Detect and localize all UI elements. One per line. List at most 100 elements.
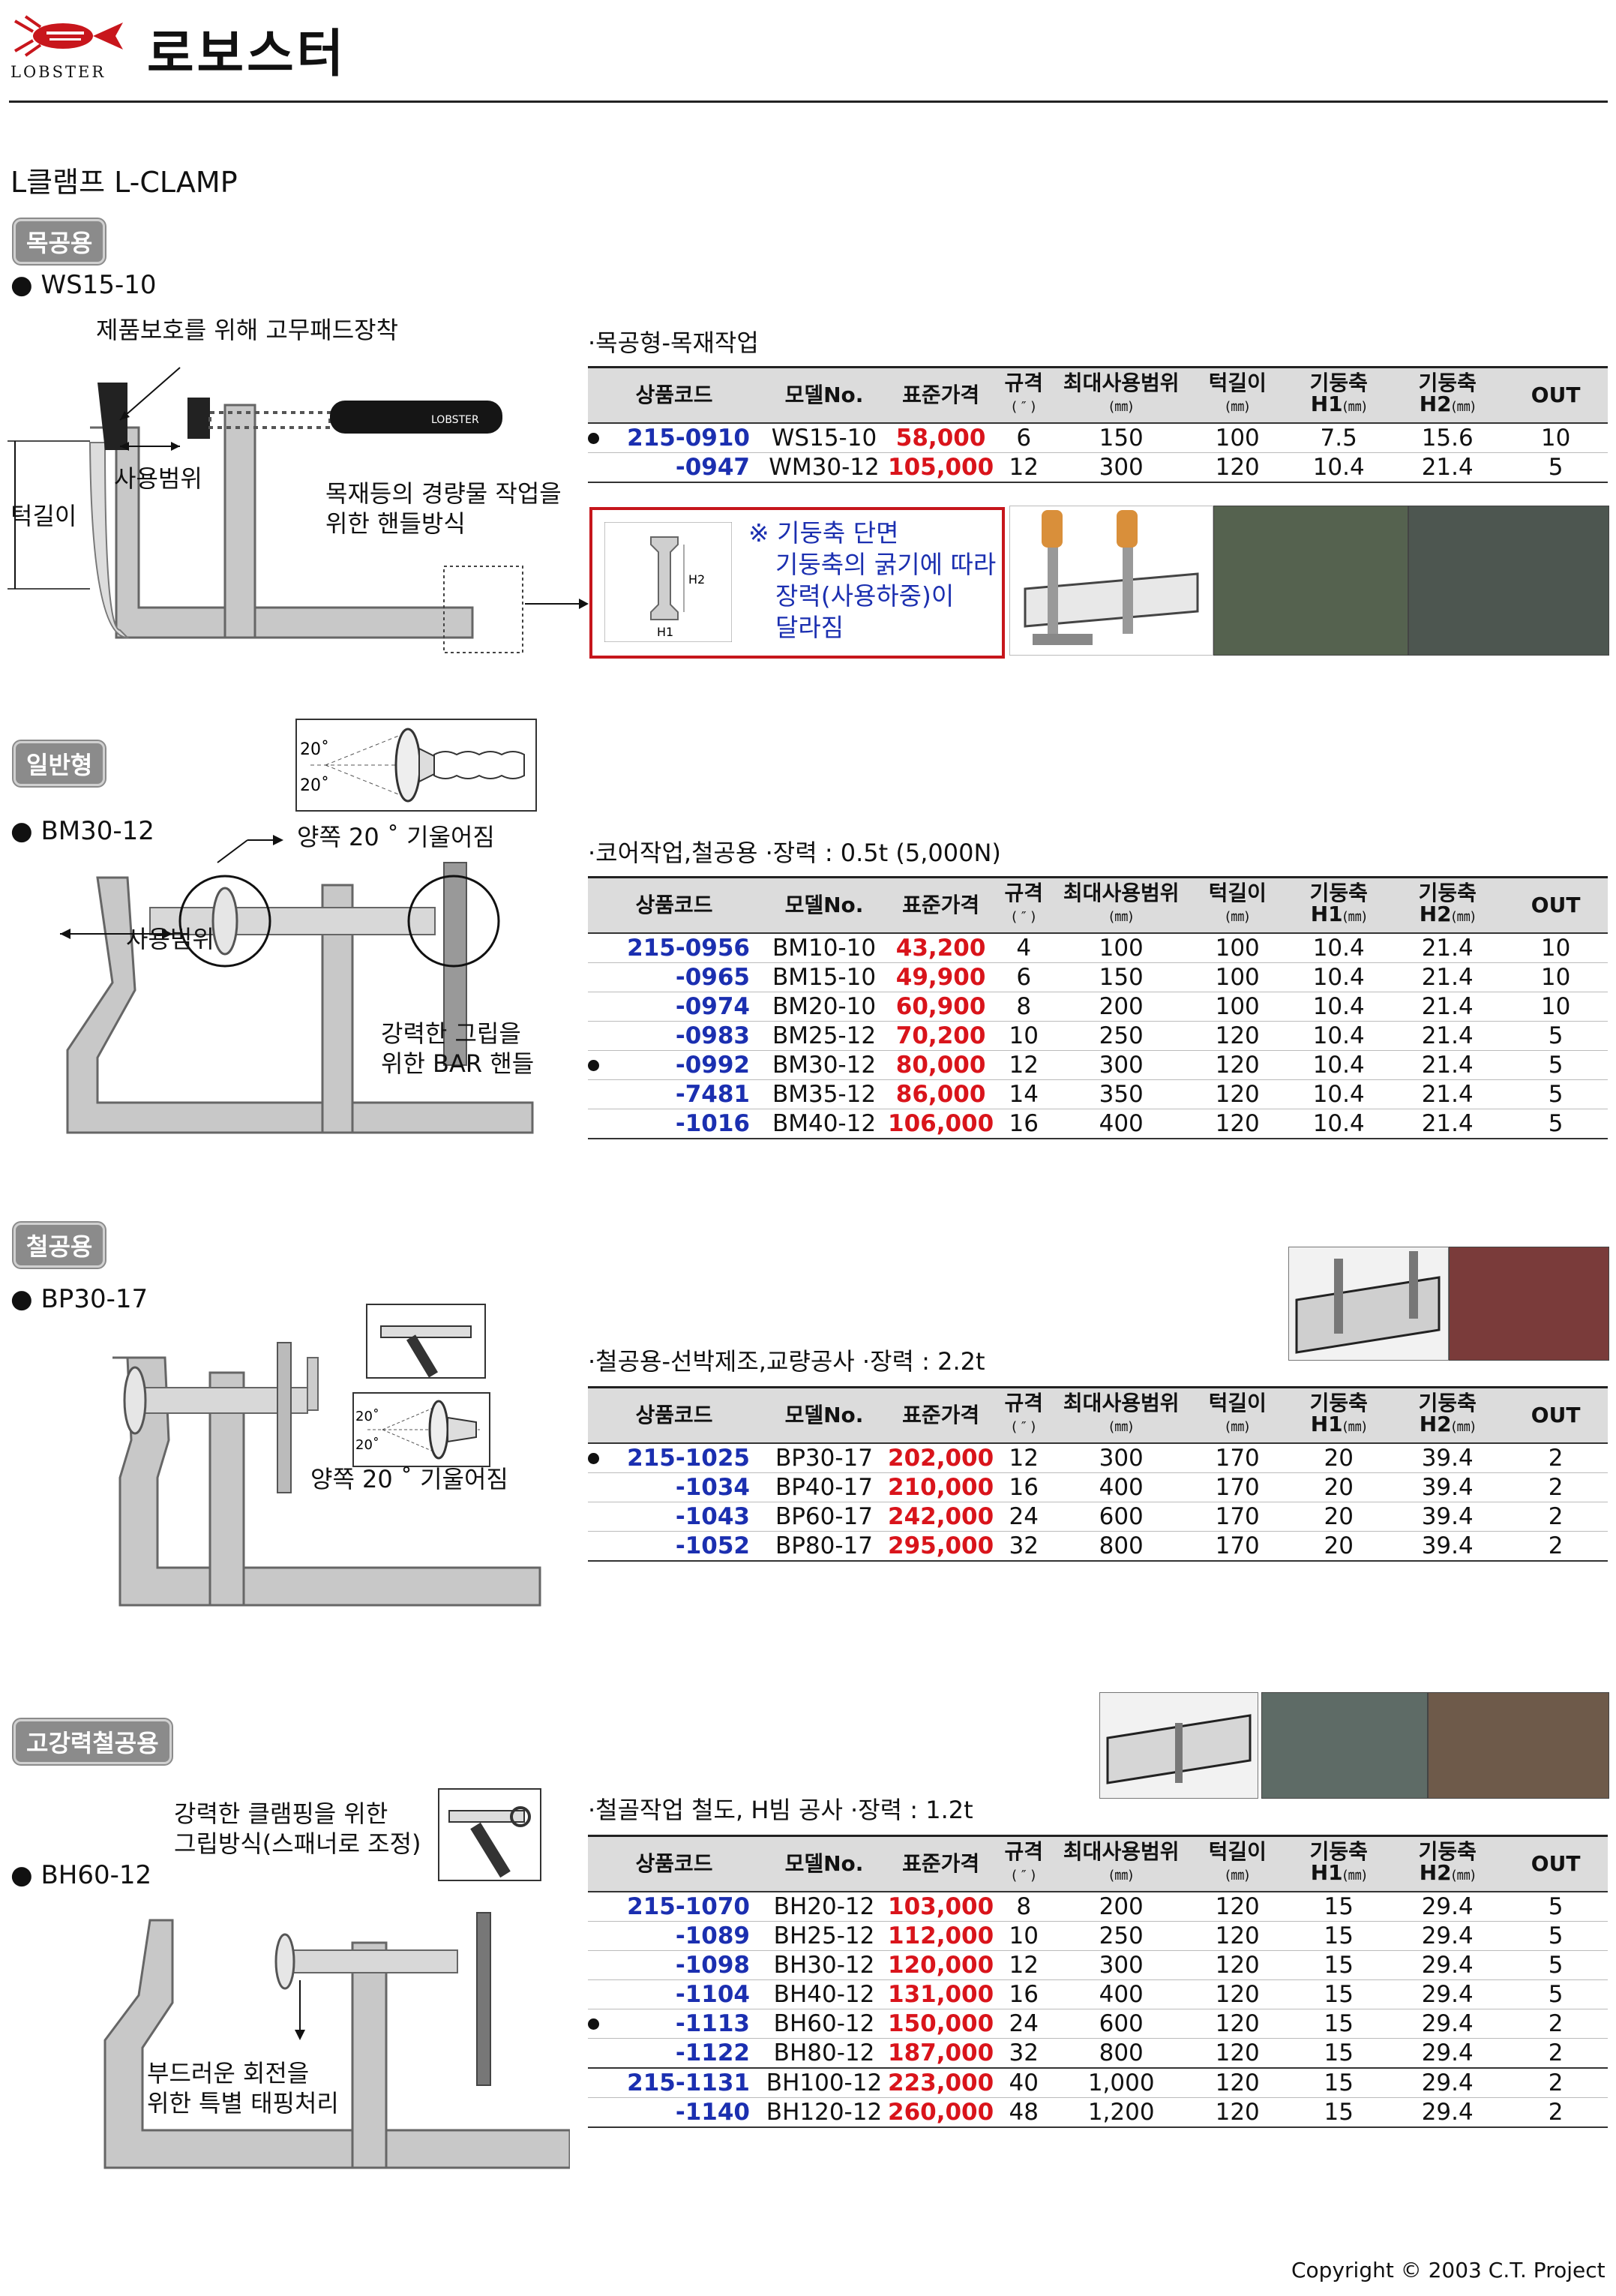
col-out: OUT: [1504, 366, 1608, 424]
section-label-h2: H2: [688, 572, 705, 587]
cell-size: 16: [994, 1472, 1054, 1502]
bullet-icon: ●: [10, 1284, 33, 1314]
note-text: ※ 기둥축 단면 기둥축의 굵기에 따라 장력(사용하중)이 달라짐: [748, 518, 997, 642]
angle-label-bottom-2: 20˚: [355, 1437, 379, 1453]
cell-h2: 39.4: [1391, 1502, 1504, 1532]
cell-range: 400: [1054, 1979, 1189, 2009]
cell-out: 2: [1504, 2009, 1608, 2039]
cell-h2: 15.6: [1391, 423, 1504, 453]
cell-out: 2: [1504, 1472, 1608, 1502]
cell-model: BM10-10: [760, 933, 888, 963]
cell-h1: 10.4: [1286, 992, 1392, 1022]
cell-range: 300: [1054, 1950, 1189, 1980]
callout-handle-2: 위한 핸들방식: [325, 509, 466, 538]
cell-price: 120,000: [888, 1950, 994, 1980]
cell-range: 200: [1054, 1892, 1189, 1922]
cell-h1: 10.4: [1286, 1021, 1392, 1051]
cell-h2: 21.4: [1391, 933, 1504, 963]
cell-h1: 7.5: [1286, 423, 1392, 453]
cell-model: BM30-12: [760, 1050, 888, 1080]
cell-out: 10: [1504, 962, 1608, 992]
table-header-row: 상품코드 모델No. 표준가격 규격( ″ ) 최대사용범위(㎜) 턱길이(㎜)…: [588, 1835, 1608, 1892]
cell-model: BM35-12: [760, 1079, 888, 1109]
cell-code: 215-1070: [588, 1892, 760, 1922]
cell-out: 2: [1504, 1531, 1608, 1562]
callout-tapping-1: 부드러운 회전을: [147, 2059, 310, 2087]
cell-price: 106,000: [888, 1109, 994, 1139]
cell-code: -1016: [588, 1109, 760, 1139]
section-desc-steel: ·철공용-선박제조,교량공사 ·장력 : 2.2t: [588, 1347, 985, 1376]
cell-depth: 100: [1189, 962, 1287, 992]
cell-size: 24: [994, 2009, 1054, 2039]
brand-name: 로보스터: [147, 25, 347, 84]
cell-h1: 10.4: [1286, 933, 1392, 963]
callout-use-range-2: 사용범위: [126, 925, 214, 953]
cell-size: 8: [994, 992, 1054, 1022]
cell-out: 5: [1504, 1050, 1608, 1080]
cell-out: 5: [1504, 452, 1608, 483]
photo-machining-clamp: [1213, 506, 1408, 656]
cell-price: 295,000: [888, 1531, 994, 1562]
copyright: Copyright © 2003 C.T. Project: [1291, 2258, 1606, 2282]
cell-size: 10: [994, 1921, 1054, 1951]
cell-range: 100: [1054, 933, 1189, 963]
angle-label-bottom: 20˚: [300, 776, 329, 795]
callout-bar-handle-1: 강력한 그립을: [381, 1019, 521, 1048]
cell-model: BM40-12: [760, 1109, 888, 1139]
cell-size: 12: [994, 452, 1054, 483]
cell-size: 12: [994, 1050, 1054, 1080]
cell-price: 202,000: [888, 1443, 994, 1473]
cell-code: -1104: [588, 1979, 760, 2009]
featured-bullet-icon: [588, 2018, 599, 2030]
cell-range: 300: [1054, 1443, 1189, 1473]
col-range: 최대사용범위(㎜): [1054, 366, 1189, 424]
model-label-bh60-12: ● BH60-12: [10, 1860, 152, 1890]
cell-range: 350: [1054, 1079, 1189, 1109]
cell-h1: 10.4: [1286, 452, 1392, 483]
swivel-angle-inset: 20˚ 20˚: [295, 719, 537, 812]
cell-depth: 120: [1189, 1979, 1287, 2009]
arrow-to-note: [525, 599, 589, 609]
featured-bullet-icon: [588, 1453, 599, 1464]
logo-wordmark: LOBSTER: [10, 63, 106, 81]
spec-table-general: 상품코드 모델No. 표준가격 규격( ″ ) 최대사용범위(㎜) 턱길이(㎜)…: [588, 876, 1608, 1139]
cell-model: BH120-12: [760, 2097, 888, 2128]
cell-size: 48: [994, 2097, 1054, 2128]
cell-model: BH25-12: [760, 1921, 888, 1951]
photo-steel-drawing: [1288, 1247, 1449, 1361]
cell-h1: 10.4: [1286, 962, 1392, 992]
cell-h1: 20: [1286, 1472, 1392, 1502]
cell-model: BM25-12: [760, 1021, 888, 1051]
cell-model: BP60-17: [760, 1502, 888, 1532]
cell-range: 250: [1054, 1921, 1189, 1951]
cell-code: 215-0956: [588, 933, 760, 963]
cell-h2: 21.4: [1391, 1021, 1504, 1051]
cell-out: 5: [1504, 1921, 1608, 1951]
bm30-clamp-illustration: [60, 835, 534, 1134]
cell-range: 300: [1054, 452, 1189, 483]
callout-use-range: 사용범위: [114, 464, 202, 493]
cell-size: 24: [994, 1502, 1054, 1532]
cell-h2: 39.4: [1391, 1472, 1504, 1502]
cell-range: 600: [1054, 2009, 1189, 2039]
cell-range: 1,200: [1054, 2097, 1189, 2128]
cell-out: 10: [1504, 933, 1608, 963]
cell-model: BM15-10: [760, 962, 888, 992]
cell-range: 400: [1054, 1109, 1189, 1139]
cell-model: BM20-10: [760, 992, 888, 1022]
cell-range: 300: [1054, 1050, 1189, 1080]
cell-range: 200: [1054, 992, 1189, 1022]
photo-steel-beam: [1449, 1247, 1609, 1361]
callout-swivel-20: 양쪽 20 ˚ 기울어짐: [297, 823, 495, 851]
cell-size: 12: [994, 1443, 1054, 1473]
cell-h1: 15: [1286, 1892, 1392, 1922]
cell-depth: 120: [1189, 1950, 1287, 1980]
